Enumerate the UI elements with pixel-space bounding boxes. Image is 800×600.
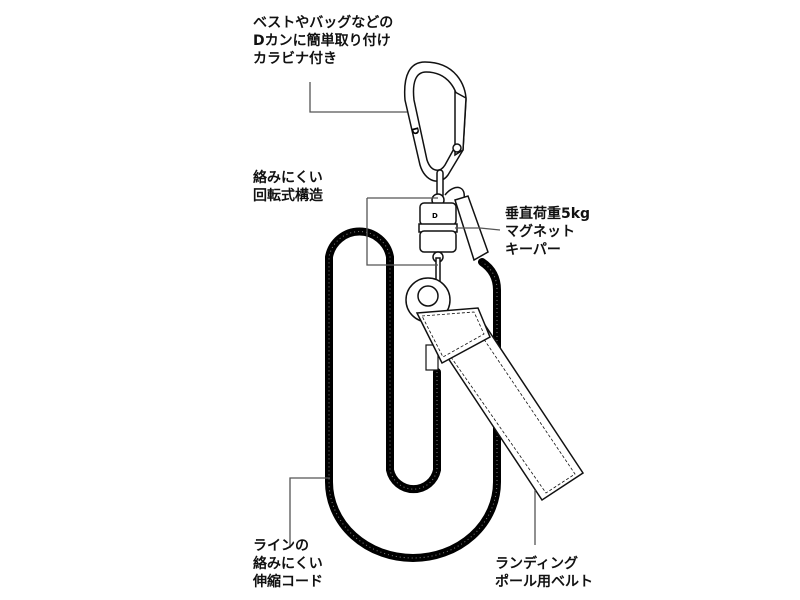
cord-label: ラインの 絡みにくい 伸縮コード bbox=[253, 537, 323, 591]
label-line: キーパー bbox=[505, 242, 561, 258]
d-ring bbox=[405, 277, 451, 323]
carabiner bbox=[403, 61, 467, 199]
magnet-logo: D bbox=[432, 212, 438, 220]
label-line: ポール用ベルト bbox=[495, 574, 593, 590]
label-line: マグネット bbox=[505, 224, 575, 240]
magnet-keeper bbox=[418, 193, 458, 299]
label-line: ランディング bbox=[495, 556, 579, 572]
carabiner-label: ベストやバッグなどの Dカンに簡単取り付け カラビナ付き bbox=[253, 14, 393, 68]
label-line: 伸縮コード bbox=[253, 574, 323, 590]
label-line: ベストやバッグなどの bbox=[253, 15, 394, 31]
label-line: カラビナ付き bbox=[253, 51, 337, 67]
label-line: 回転式構造 bbox=[253, 188, 323, 204]
label-line: ラインの bbox=[253, 538, 309, 554]
label-line: Dカンに簡単取り付け bbox=[253, 33, 391, 49]
label-line: 絡みにくい bbox=[253, 556, 323, 572]
swivel-label: 絡みにくい 回転式構造 bbox=[253, 169, 323, 205]
label-line: 絡みにくい bbox=[253, 170, 323, 186]
label-line: 垂直荷重5kg bbox=[505, 206, 591, 222]
landing-pole-belt bbox=[415, 307, 585, 502]
magnet-label: 垂直荷重5kg マグネット キーパー bbox=[505, 205, 590, 259]
belt-label: ランディング ポール用ベルト bbox=[495, 555, 593, 591]
brand-logo: D bbox=[409, 126, 421, 136]
leader-lines bbox=[289, 82, 536, 548]
